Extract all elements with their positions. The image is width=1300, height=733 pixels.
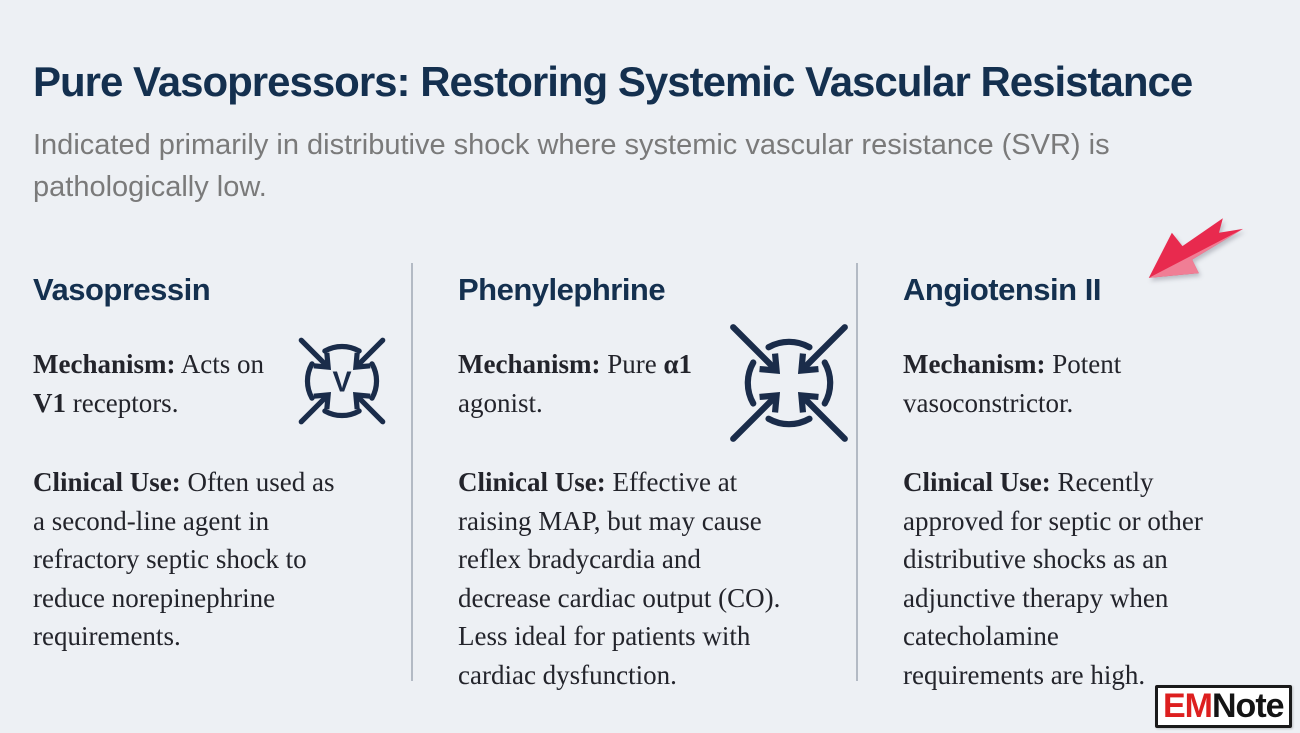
mechanism-section: Mechanism: Potent vasoconstrictor. xyxy=(903,345,1283,463)
mechanism-text: Mechanism: Pure α1 agonist. xyxy=(458,345,692,422)
mechanism-text: Mechanism: Potent vasoconstrictor. xyxy=(903,345,1121,422)
emnote-logo-em: EM xyxy=(1163,687,1213,725)
clinical-use-label: Clinical Use: xyxy=(33,467,181,497)
column-title-angiotensin-ii: Angiotensin II xyxy=(903,272,1101,307)
clinical-use-text: Clinical Use: Often used as a second-lin… xyxy=(33,463,386,656)
mechanism-section: Mechanism: Pure α1 agonist. xyxy=(458,324,837,463)
mechanism-label: Mechanism: xyxy=(458,349,601,379)
clinical-use-label: Clinical Use: xyxy=(458,467,606,497)
column-title-phenylephrine: Phenylephrine xyxy=(458,272,666,307)
column-divider-2 xyxy=(856,263,858,681)
mechanism-pre: Acts on xyxy=(180,349,264,379)
mechanism-post: receptors. xyxy=(66,387,179,418)
page-subtitle: Indicated primarily in distributive shoc… xyxy=(33,129,1110,203)
icon-letter-v: V xyxy=(332,366,351,398)
mechanism-bold: α1 xyxy=(663,349,693,379)
column-angiotensin-ii: Angiotensin II Mechanism: Potent vasocon… xyxy=(903,270,1283,694)
v1-receptor-converging-arrows-icon: V xyxy=(290,329,394,433)
mechanism-label: Mechanism: xyxy=(903,349,1046,379)
column-vasopressin: Vasopressin Mechanism: Acts on V1 recept… xyxy=(33,270,386,656)
mechanism-pre: Pure xyxy=(600,349,664,379)
emnote-logo-note: Note xyxy=(1212,687,1285,725)
page-title: Pure Vasopressors: Restoring Systemic Va… xyxy=(33,58,1193,105)
mechanism-bold: V1 xyxy=(33,387,66,418)
column-divider-1 xyxy=(411,263,413,681)
mechanism-post: agonist. xyxy=(458,387,543,418)
mechanism-text: Mechanism: Acts on V1 receptors. xyxy=(33,345,264,422)
column-title-vasopressin: Vasopressin xyxy=(33,272,211,307)
alpha1-converging-arrows-icon xyxy=(730,324,851,445)
clinical-use-text: Clinical Use: Effective at raising MAP, … xyxy=(458,463,837,694)
mechanism-pre: Potent vasoconstrictor. xyxy=(903,349,1122,418)
clinical-use-body: Recently approved for septic or other di… xyxy=(903,467,1203,690)
mechanism-label: Mechanism: xyxy=(33,349,176,379)
column-phenylephrine: Phenylephrine Mechanism: Pure α1 agonist… xyxy=(458,270,837,694)
red-pointer-arrow-icon xyxy=(1148,218,1244,278)
clinical-use-body: Often used as a second-line agent in ref… xyxy=(33,467,335,651)
mechanism-section: Mechanism: Acts on V1 receptors. V xyxy=(33,345,386,463)
clinical-use-text: Clinical Use: Recently approved for sept… xyxy=(903,463,1283,694)
clinical-use-body: Effective at raising MAP, but may cause … xyxy=(458,467,781,690)
clinical-use-label: Clinical Use: xyxy=(903,467,1051,497)
